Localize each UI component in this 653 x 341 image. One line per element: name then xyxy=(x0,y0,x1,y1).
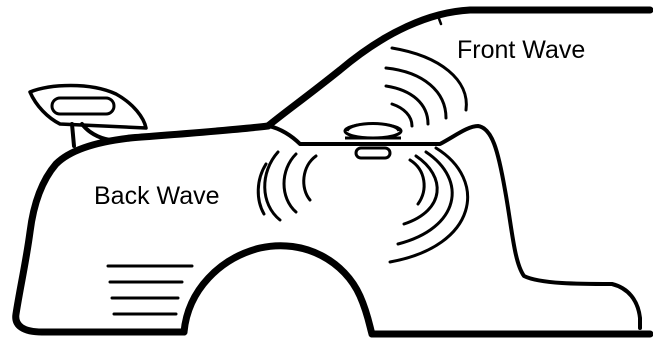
back-wave-left-arc-1 xyxy=(302,154,318,202)
back-wave-right-arc-3 xyxy=(396,150,454,246)
spoiler-strut xyxy=(70,122,112,148)
front-wave-arc-4 xyxy=(390,102,414,128)
back-wave-right-arc-1 xyxy=(408,158,426,206)
back-wave-right-arc-4 xyxy=(388,146,470,264)
front-wave-arcs xyxy=(384,46,468,128)
roof-line xyxy=(264,6,653,130)
back-wave-left-arc-2 xyxy=(282,152,298,214)
front-wave-arc-2 xyxy=(384,66,448,120)
trunk-line xyxy=(12,122,272,336)
front-wave-arc-3 xyxy=(384,84,430,126)
spoiler-slot xyxy=(50,96,116,116)
speaker-magnet xyxy=(354,146,392,160)
package-shelf xyxy=(266,124,642,330)
front-wave-arc-1 xyxy=(390,46,468,112)
back-wave-label: Back Wave xyxy=(94,182,220,210)
roof-tick xyxy=(436,14,443,26)
speaker xyxy=(343,122,403,160)
back-wave-arcs-left xyxy=(256,150,318,222)
side-vent-lines xyxy=(106,264,194,316)
speaker-dome xyxy=(345,122,401,132)
rear-spoiler xyxy=(28,83,148,148)
back-wave-left-arc-3 xyxy=(263,150,282,222)
back-wave-arcs-right xyxy=(388,146,470,264)
back-wave-right-arc-2 xyxy=(402,154,439,226)
back-wave-left-arc-4 xyxy=(256,162,268,216)
front-wave-label: Front Wave xyxy=(457,36,585,64)
rear-wheel-arch xyxy=(180,242,376,338)
